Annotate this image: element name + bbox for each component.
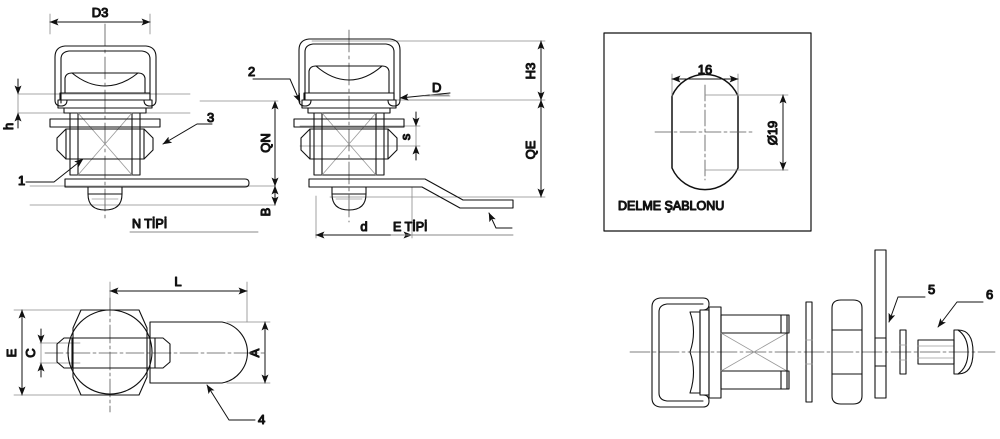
callout-4-label: 4: [258, 412, 265, 427]
e-type-washer: [293, 118, 405, 128]
e-type-hex-nut: [300, 128, 398, 160]
e-type-cam-leader: [488, 212, 513, 229]
n-type-screw-head: [87, 186, 123, 211]
view-e-type: H3 QE D s d: [247, 29, 546, 239]
cam-plan-hex-boss: [67, 309, 153, 396]
dimension-label-D: D: [432, 80, 441, 95]
dimension-label-A: A: [247, 348, 262, 357]
callout-4-leader: [206, 384, 256, 421]
cam-plan-keyway: [56, 337, 171, 369]
dimension-label-E: E: [4, 348, 19, 357]
callout-6-leader: [937, 301, 984, 328]
exploded-handle: [651, 297, 710, 408]
dimension-D: [399, 92, 451, 101]
exploded-screw: [917, 329, 974, 375]
exploded-washer-1: [805, 301, 813, 403]
e-type-head: [301, 65, 397, 114]
exploded-washer-2: [899, 329, 907, 375]
drilling-template-frame: [603, 32, 812, 232]
callout-1-leader: [25, 158, 84, 183]
caption-e-type: E TİPİ: [393, 220, 428, 234]
dimension-label-H3: H3: [523, 63, 538, 80]
view-n-type: D3 h QN B: [0, 4, 279, 233]
dimension-label-B: B: [258, 208, 273, 217]
callout-5-label: 5: [928, 282, 935, 297]
n-type-hex-nut: [56, 128, 154, 160]
n-type-extension-lines: [17, 13, 276, 206]
callout-2-label: 2: [248, 64, 255, 79]
e-type-handle: [298, 38, 401, 107]
caption-n-type: N TİPİ: [132, 217, 167, 231]
caption-drilling-template: DELME ŞABLONU: [618, 199, 724, 213]
callout-3-leader: [162, 123, 213, 145]
e-type-barrel: [313, 112, 385, 176]
dimension-label-C: C: [23, 348, 38, 357]
n-type-washer: [49, 118, 161, 128]
exploded-head-flange: [689, 306, 722, 399]
callout-6-label: 6: [986, 287, 993, 302]
exploded-cam-bar: [874, 249, 887, 399]
callout-2-leader: [252, 78, 301, 103]
view-cam-plan: L A E C: [3, 273, 271, 428]
view-drilling-template: 16 Ø19 DELME ŞABLONU: [603, 32, 812, 232]
dimension-label-QE: QE: [523, 140, 538, 159]
dimension-QN: [199, 100, 279, 187]
dimension-label-QN: QN: [258, 133, 273, 153]
dimension-label-L: L: [174, 274, 181, 289]
n-type-handle: [54, 45, 157, 107]
view-exploded-assembly: 5 6: [629, 249, 996, 408]
cam-plan-arm: [149, 321, 248, 384]
callout-5-leader: [888, 296, 926, 323]
n-type-cam-plate: [64, 178, 250, 188]
dimension-label-template-width: 16: [698, 62, 712, 77]
dimension-label-s: s: [398, 133, 413, 140]
dimension-label-D3: D3: [92, 5, 109, 20]
exploded-barrel: [720, 314, 790, 390]
dimension-label-template-height: Ø19: [765, 121, 780, 146]
dimension-label-h: h: [1, 123, 16, 130]
dimension-label-d: d: [360, 219, 367, 234]
n-type-head: [57, 72, 153, 114]
callout-1-label: 1: [18, 173, 25, 188]
callout-3-label: 3: [207, 110, 214, 125]
e-type-screw-head: [331, 186, 367, 211]
exploded-hex-nut: [831, 299, 863, 405]
